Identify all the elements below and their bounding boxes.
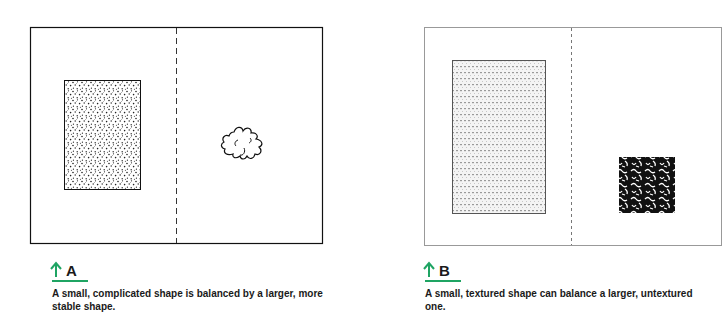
untextured-rectangle — [453, 61, 546, 214]
panel-caption: A small, textured shape can balance a la… — [425, 287, 715, 313]
center-line — [571, 28, 572, 245]
heading-underline — [52, 280, 88, 282]
panel-frame — [31, 28, 323, 244]
up-arrow-icon — [424, 263, 434, 277]
shape-detail — [235, 138, 251, 155]
complicated-shape — [221, 127, 261, 159]
stippled-rectangle — [65, 81, 141, 190]
panel-frame — [425, 28, 722, 246]
textured-square — [619, 157, 675, 213]
heading-underline — [425, 280, 461, 282]
panel-caption: A small, complicated shape is balanced b… — [52, 287, 352, 313]
panel-letter: A — [66, 263, 96, 279]
center-line — [176, 28, 177, 243]
panel-letter: B — [439, 263, 469, 279]
up-arrow-icon — [51, 263, 61, 277]
